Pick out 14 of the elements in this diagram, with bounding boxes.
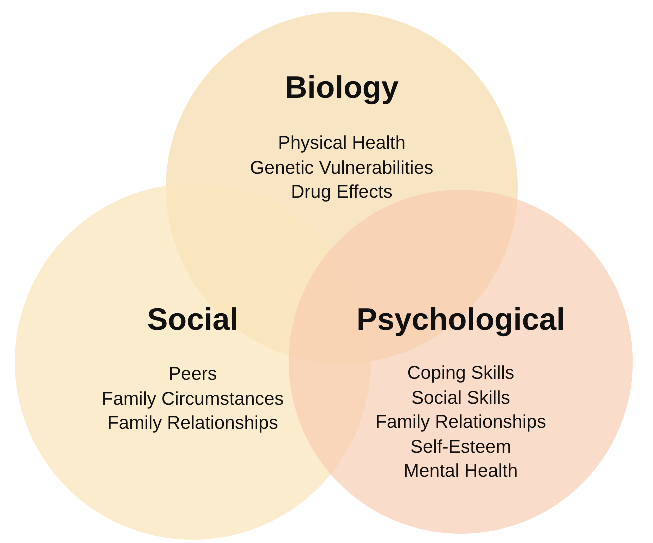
factor-item: Physical Health bbox=[278, 132, 406, 153]
factor-item: Self-Esteem bbox=[410, 436, 512, 457]
factor-item: Peers bbox=[168, 363, 218, 384]
circle-heading: Psychological bbox=[356, 302, 566, 337]
factor-item: Drug Effects bbox=[291, 181, 393, 202]
factor-item: Social Skills bbox=[412, 386, 510, 408]
factor-item: Mental Health bbox=[404, 460, 518, 482]
factor-item: Coping Skills bbox=[408, 362, 514, 383]
factor-item: Genetic Vulnerabilities bbox=[250, 156, 434, 178]
factor-item: Family Relationships bbox=[108, 412, 278, 434]
factor-item: Family Circumstances bbox=[102, 388, 284, 409]
circle-heading: Social bbox=[147, 302, 239, 337]
factor-item: Family Relationships bbox=[376, 411, 546, 432]
circle-heading: Biology bbox=[285, 70, 399, 105]
